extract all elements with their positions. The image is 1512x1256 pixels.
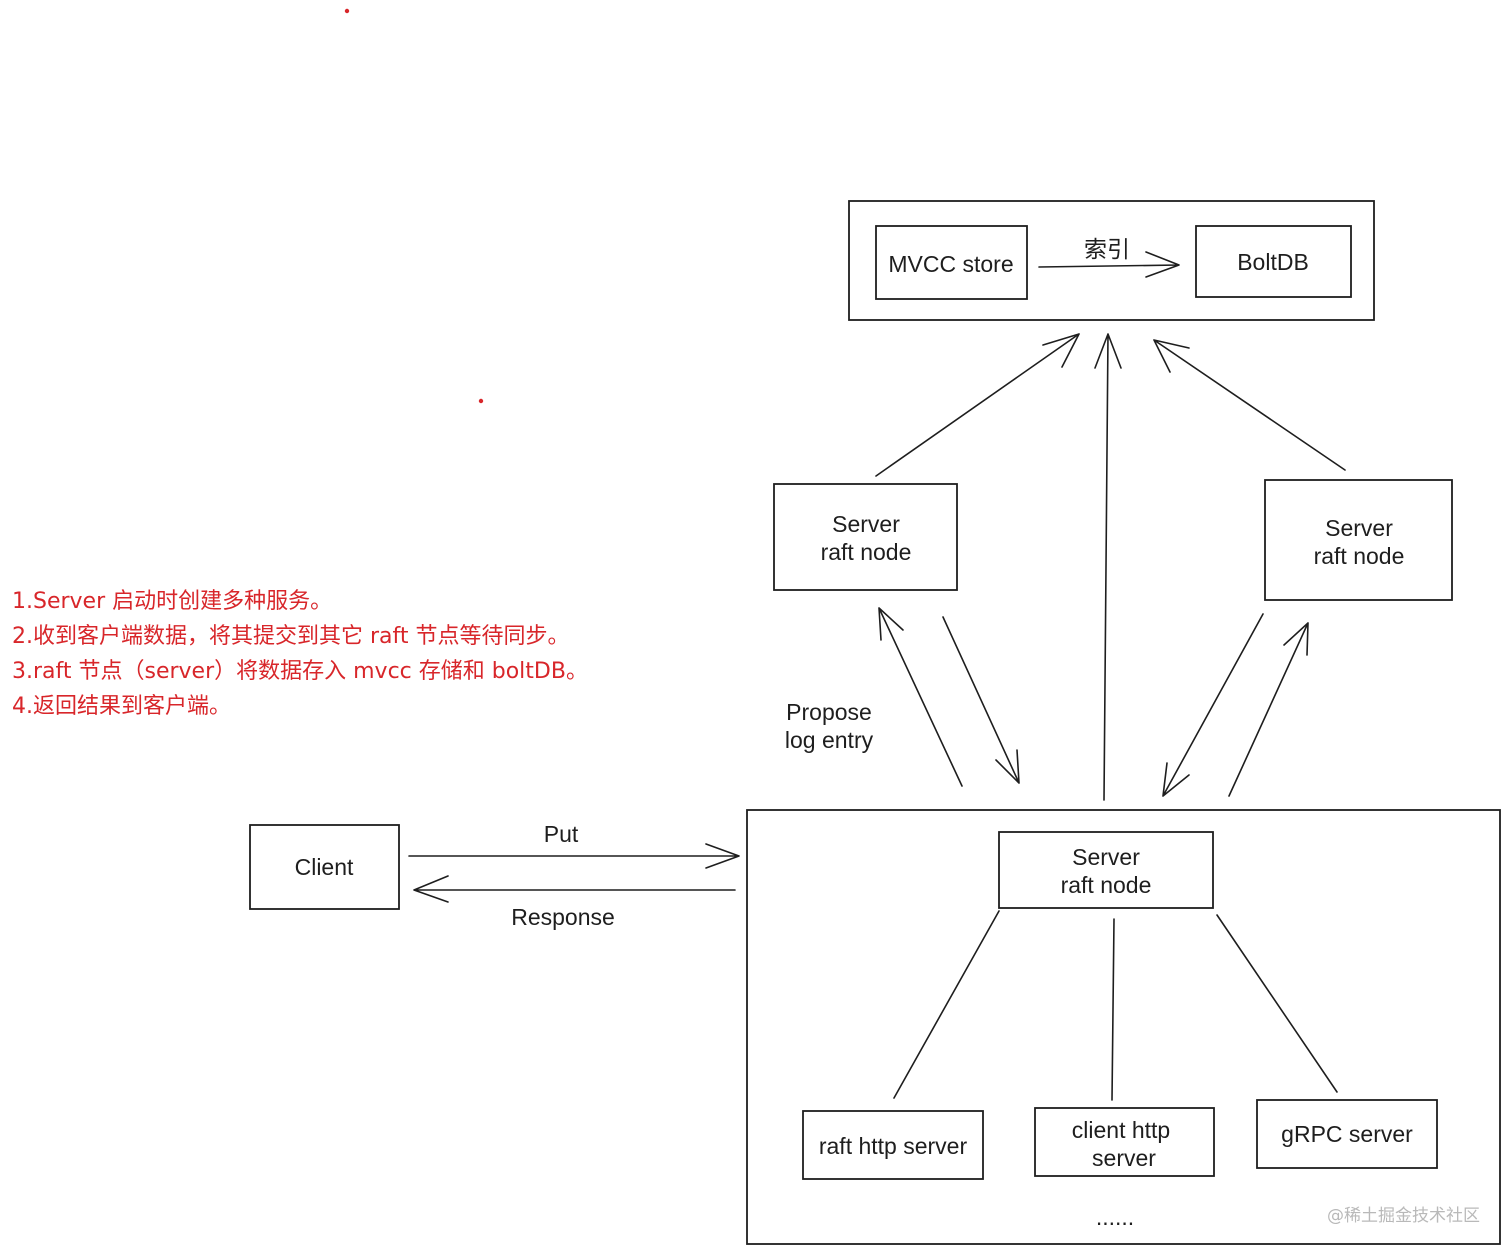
note-2: 2.收到客户端数据，将其提交到其它 raft 节点等待同步。: [12, 624, 570, 649]
main-node-line1: Server: [1072, 844, 1140, 870]
propose-label-line1: Propose: [786, 699, 872, 725]
peer-node-left-box: [773, 483, 958, 591]
client-label: Client: [295, 854, 354, 880]
peer-node-left: Server raft node: [773, 483, 958, 591]
client-http-server-box: [1034, 1107, 1215, 1177]
note-4: 4.返回结果到客户端。: [12, 694, 231, 719]
grpc-server-label: gRPC server: [1281, 1121, 1413, 1147]
main-server-container: Server raft node raft http server client…: [746, 809, 1501, 1245]
peer-node-right-line1: Server: [1325, 515, 1393, 541]
boltdb-label: BoltDB: [1237, 249, 1309, 275]
peer-node-left-line1: Server: [832, 511, 900, 537]
main-node-line2: raft node: [1061, 872, 1152, 898]
peer-node-right-box: [1264, 479, 1453, 601]
main-server-outer-box: [746, 809, 1501, 1245]
main-to-peer-right-arrow: [1228, 622, 1309, 797]
propose-label-line2: log entry: [785, 727, 874, 753]
more-services-ellipsis: ......: [1096, 1204, 1134, 1230]
raft-http-server-box: [802, 1110, 984, 1180]
client-http-server-line2: server: [1092, 1145, 1156, 1171]
index-arrow: [1038, 251, 1180, 278]
red-dot-top: [344, 8, 350, 14]
put-arrow: [408, 843, 740, 869]
connector-raft-http: [893, 910, 1000, 1099]
peer-right-to-main-arrow: [1162, 613, 1264, 797]
red-dot-middle: [478, 398, 484, 404]
peer-node-left-line2: raft node: [821, 539, 912, 565]
boltdb-box: [1195, 225, 1352, 298]
watermark: @稀土掘金技术社区: [1327, 1206, 1480, 1226]
client-node: Client: [249, 824, 400, 910]
peer-left-to-storage-arrow: [875, 333, 1080, 477]
main-to-peer-left-arrow: [878, 607, 963, 787]
storage-group: MVCC store 索引 BoltDB: [848, 200, 1375, 321]
annotation-notes: 1.Server 启动时创建多种服务。 2.收到客户端数据，将其提交到其它 ra…: [12, 589, 588, 719]
connector-grpc: [1216, 914, 1338, 1093]
peer-right-to-storage-arrow: [1153, 339, 1346, 471]
peer-node-right-line2: raft node: [1314, 543, 1405, 569]
main-node-box: [998, 831, 1214, 909]
connector-client-http: [1111, 918, 1115, 1101]
mvcc-store-label: MVCC store: [888, 251, 1013, 277]
peer-node-right: Server raft node: [1264, 479, 1453, 601]
note-3: 3.raft 节点（server）将数据存入 mvcc 存储和 boltDB。: [12, 659, 588, 684]
client-box: [249, 824, 400, 910]
index-label: 索引: [1084, 236, 1130, 262]
peer-left-to-main-arrow: [942, 616, 1020, 784]
storage-outer-box: [848, 200, 1375, 321]
note-1: 1.Server 启动时创建多种服务。: [12, 589, 332, 614]
mvcc-store-box: [875, 225, 1028, 300]
raft-http-server-label: raft http server: [819, 1133, 968, 1159]
put-label: Put: [544, 821, 579, 847]
main-node-to-storage-arrow: [1094, 333, 1122, 801]
grpc-server-box: [1256, 1099, 1438, 1169]
response-label: Response: [511, 904, 615, 930]
client-http-server-line1: client http: [1072, 1117, 1170, 1143]
response-arrow: [413, 875, 736, 903]
